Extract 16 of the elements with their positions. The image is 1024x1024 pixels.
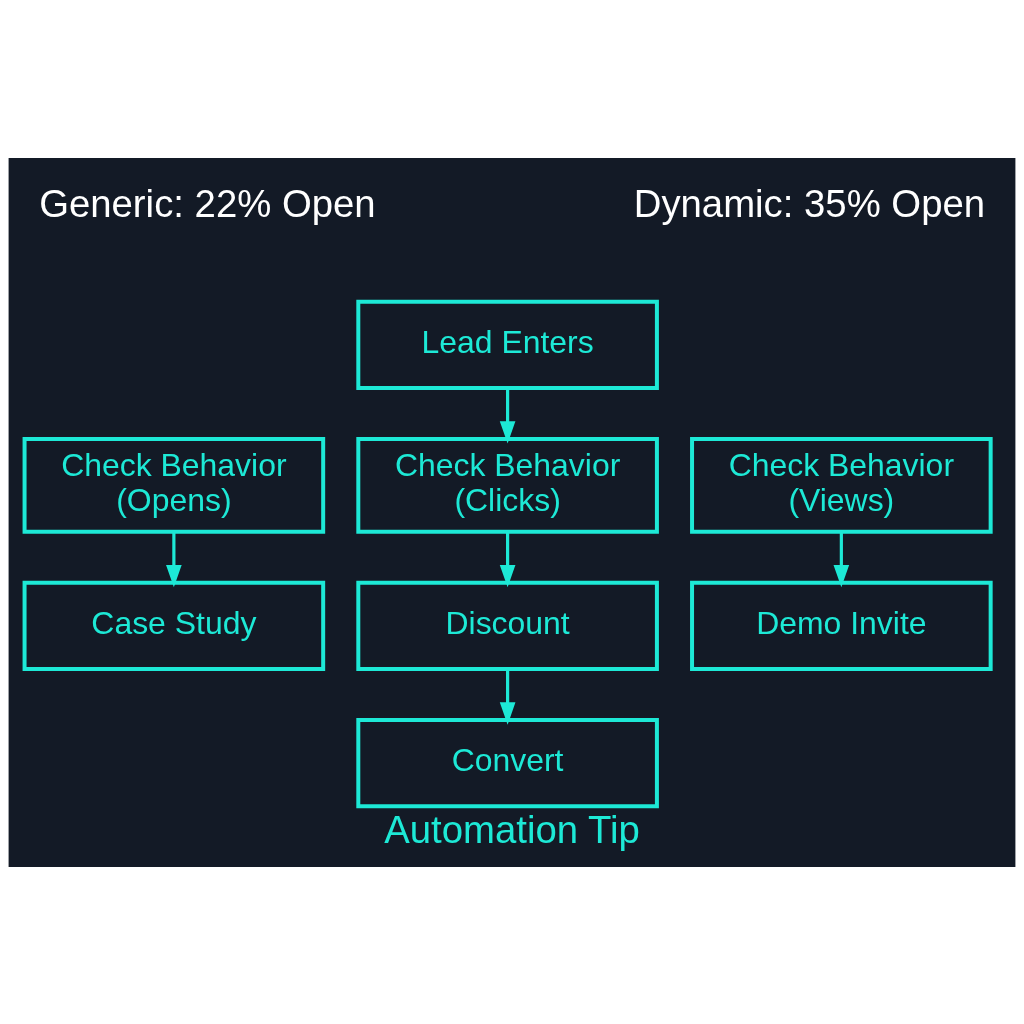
arrow [499, 668, 516, 725]
label: Generic: 22% Open [39, 181, 376, 225]
arrow [166, 531, 182, 587]
node-box: Convert [356, 717, 659, 808]
node-box: Check Behavior (Opens) [22, 436, 326, 534]
arrow [499, 531, 516, 587]
arrow [499, 387, 516, 444]
arrow [833, 531, 850, 587]
label: Dynamic: 35% Open [633, 181, 986, 225]
node-box: Discount [356, 580, 659, 671]
node-box: Check Behavior (Clicks) [356, 436, 659, 534]
node-box: Lead Enters [356, 299, 659, 390]
node-box: Demo Invite [690, 580, 993, 671]
node-box: Check Behavior (Views) [690, 436, 993, 534]
node-box: Case Study [22, 580, 326, 671]
caption: Automation Tip [384, 807, 640, 851]
